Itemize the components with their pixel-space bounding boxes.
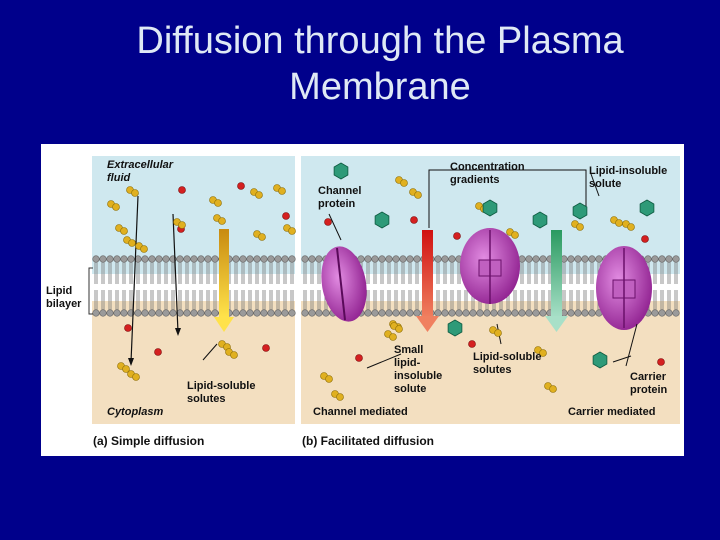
concentration-gradient-arrows xyxy=(416,230,568,332)
lipid-bilayer-bracket xyxy=(88,267,93,315)
lipid-insoluble-solute-label-line-2: solute xyxy=(589,178,621,190)
extracellular-fluid-label: Extracellular xyxy=(107,159,174,171)
lipid-bilayer xyxy=(92,255,680,317)
simple-diffusion-caption: (a) Simple diffusion xyxy=(93,434,204,448)
channel-protein-label: Channel xyxy=(318,185,361,197)
concentration-gradients-label-line-2: gradients xyxy=(450,174,500,186)
carrier-mediated-label: Carrier mediated xyxy=(568,406,655,418)
small-lipid-insoluble-solute-label-line-2: lipid- xyxy=(394,357,421,369)
panel-a-background xyxy=(92,156,295,424)
carrier-protein xyxy=(596,246,652,330)
lipid-soluble-solutes-label-b: Lipid-soluble xyxy=(473,351,541,363)
carrier-protein-label-line-2: protein xyxy=(630,384,668,396)
diffusion-diagram: Extracellular fluid Lipid bilayer Lipid-… xyxy=(46,156,680,448)
lipid-bilayer-label: Lipid xyxy=(46,285,72,297)
channel-protein-label-line-2: protein xyxy=(318,198,356,210)
small-lipid-insoluble-solute-label: Small xyxy=(394,344,423,356)
leader-lines xyxy=(202,169,638,369)
slide-title-line-1: Diffusion through the Plasma xyxy=(136,20,624,62)
slide-title: Diffusion through the Plasma Membrane xyxy=(0,18,720,110)
extracellular-fluid-label-line-2: fluid xyxy=(107,172,130,184)
cytoplasm-label: Cytoplasm xyxy=(107,406,163,418)
slide-title-line-2: Membrane xyxy=(289,66,471,108)
simple-diffusion-arrows xyxy=(128,195,234,366)
channel-protein xyxy=(321,228,520,322)
channel-mediated-label: Channel mediated xyxy=(313,406,408,418)
diffusion-figure: Extracellular fluid Lipid bilayer Lipid-… xyxy=(41,144,684,456)
small-lipid-insoluble-solute-label-line-4: solute xyxy=(394,383,426,395)
lipid-soluble-solutes-label-b-line-2: solutes xyxy=(473,364,512,376)
facilitated-diffusion-caption: (b) Facilitated diffusion xyxy=(302,434,434,448)
carrier-protein-label: Carrier xyxy=(630,371,667,383)
solute-particles xyxy=(107,162,665,401)
concentration-gradients-label: Concentration xyxy=(450,161,525,173)
small-lipid-insoluble-solute-label-line-3: insoluble xyxy=(394,370,442,382)
lipid-soluble-solutes-label-a-line-2: solutes xyxy=(187,393,226,405)
lipid-insoluble-solute-label: Lipid-insoluble xyxy=(589,165,667,177)
lipid-soluble-solutes-label-a: Lipid-soluble xyxy=(187,380,255,392)
lipid-bilayer-label-line-2: bilayer xyxy=(46,298,82,310)
